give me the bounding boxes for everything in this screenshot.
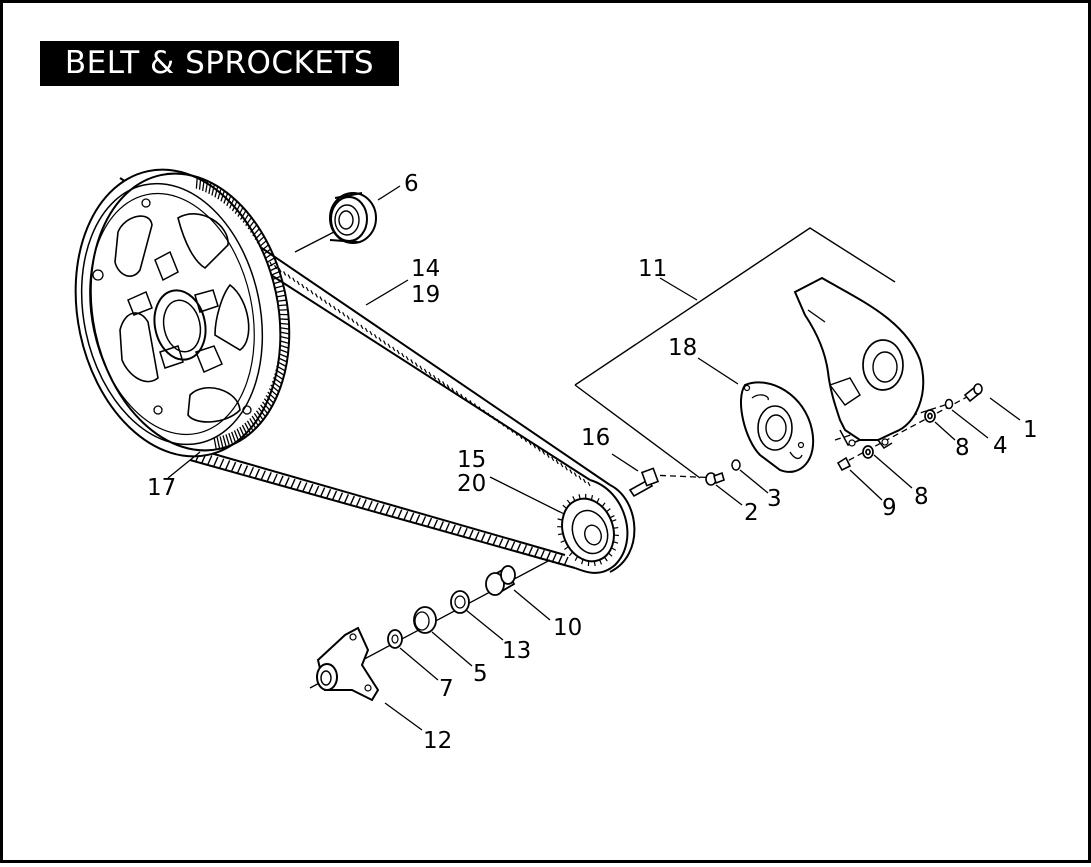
inner-plate — [741, 382, 813, 471]
callout-7: 7 — [439, 678, 454, 701]
washer-3 — [732, 460, 740, 470]
callout-17: 17 — [147, 477, 176, 500]
washer-7 — [388, 630, 402, 648]
washer-4 — [946, 400, 953, 409]
callout-18: 18 — [668, 337, 697, 360]
spacer-5 — [414, 607, 436, 633]
sprocket-cover — [795, 278, 923, 448]
callout-13: 13 — [502, 640, 531, 663]
callout-16: 16 — [581, 427, 610, 450]
screw-1 — [965, 384, 982, 401]
bushing-10 — [486, 566, 515, 595]
callout-11: 11 — [638, 258, 667, 281]
callout-6: 6 — [404, 173, 419, 196]
callout-5: 5 — [473, 663, 488, 686]
mounting-bracket — [317, 628, 378, 700]
nut-8a — [925, 410, 935, 422]
stud-9 — [838, 458, 850, 470]
screw-2 — [706, 473, 724, 485]
idler-bearing — [330, 193, 376, 243]
nut-8b — [863, 446, 873, 458]
callout-8-lower: 8 — [914, 486, 929, 509]
callout-2: 2 — [744, 502, 759, 525]
callout-1: 1 — [1023, 419, 1038, 442]
leader-lines — [168, 186, 1020, 730]
callout-4: 4 — [993, 435, 1008, 458]
bolt-16 — [630, 468, 658, 496]
front-sprocket — [554, 491, 623, 568]
callout-12: 12 — [423, 730, 452, 753]
callout-20: 20 — [457, 473, 486, 496]
callout-3: 3 — [767, 488, 782, 511]
rear-sprocket — [50, 150, 314, 475]
callout-9: 9 — [882, 497, 897, 520]
belt-teeth — [196, 452, 568, 566]
page-title: BELT & SPROCKETS — [40, 41, 399, 86]
callout-8-upper: 8 — [955, 437, 970, 460]
callout-19: 19 — [411, 284, 440, 307]
callout-14: 14 — [411, 258, 440, 281]
callout-10: 10 — [553, 617, 582, 640]
callout-15: 15 — [457, 449, 486, 472]
